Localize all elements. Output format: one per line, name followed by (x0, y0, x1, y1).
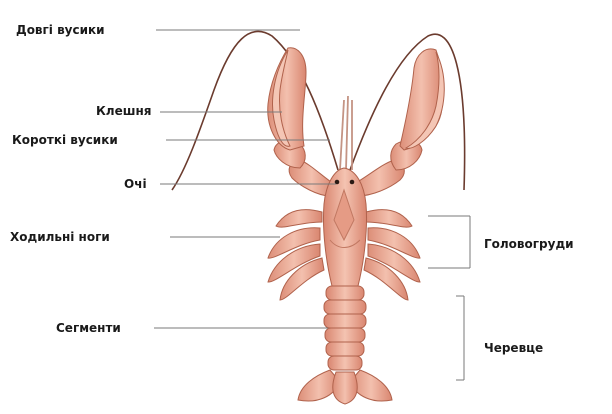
label-short-antennae: Короткі вусики (12, 133, 118, 147)
label-long-antennae: Довгі вусики (16, 23, 105, 37)
left-claw (268, 48, 334, 196)
cephalothorax-shell (323, 168, 366, 286)
label-walking-legs: Ходильні ноги (10, 230, 110, 244)
label-claw: Клешня (96, 104, 151, 118)
tail-fan (298, 370, 392, 404)
walking-legs-left (268, 210, 324, 300)
right-claw (354, 49, 444, 196)
label-abdomen: Черевце (484, 341, 543, 355)
abdomen-segments (324, 286, 366, 370)
walking-legs-right (364, 210, 420, 300)
label-cephalothorax: Головогруди (484, 237, 574, 251)
label-eyes: Очі (124, 177, 147, 191)
short-antennae (340, 96, 352, 170)
label-segments: Сегменти (56, 321, 121, 335)
